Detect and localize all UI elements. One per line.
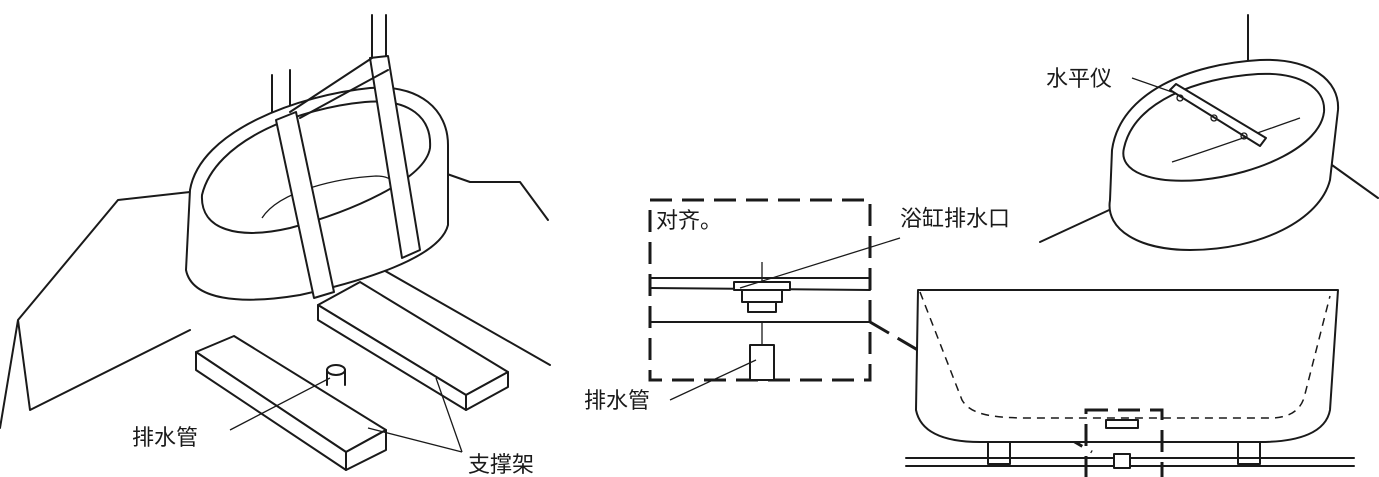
tub-top-rim bbox=[1122, 72, 1326, 182]
label-tub-drain-outlet: 浴缸排水口 bbox=[900, 207, 1010, 232]
tub-top-body bbox=[1108, 58, 1340, 251]
foot-left bbox=[987, 441, 1011, 465]
spirit-level bbox=[1169, 83, 1267, 147]
level-bubble-c bbox=[1240, 132, 1248, 140]
leader-support-b bbox=[367, 427, 463, 453]
label-align: 对齐。 bbox=[656, 209, 722, 234]
foot-right bbox=[1237, 441, 1261, 465]
lifting-scene bbox=[0, 14, 551, 471]
tub-top-inner bbox=[1171, 117, 1301, 163]
strap-left bbox=[275, 111, 335, 299]
alignment-detail bbox=[648, 198, 901, 401]
section-scene bbox=[905, 289, 1355, 477]
strap-right bbox=[369, 55, 421, 259]
drain-pipe-detail bbox=[749, 344, 775, 381]
level-scene bbox=[1039, 14, 1379, 251]
leader-drain-left bbox=[229, 377, 331, 431]
zoom-box bbox=[1084, 408, 1164, 477]
drain-pipe-stub bbox=[326, 364, 346, 376]
support-beam-back-end bbox=[465, 371, 509, 411]
tub-inner-profile bbox=[919, 291, 1331, 419]
section-drain-pipe bbox=[1113, 453, 1131, 469]
leader-level bbox=[1131, 77, 1173, 93]
label-drain-pipe-detail: 排水管 bbox=[584, 389, 650, 414]
level-bubble-b bbox=[1210, 114, 1218, 122]
strap-top bbox=[289, 57, 389, 119]
drain-flange bbox=[733, 281, 791, 291]
section-drain bbox=[1105, 419, 1139, 429]
floor-panel-left bbox=[0, 191, 191, 429]
label-support-frame: 支撑架 bbox=[468, 453, 534, 477]
floor-edge-right bbox=[379, 167, 551, 366]
label-drain-pipe-left: 排水管 bbox=[132, 426, 198, 451]
label-level: 水平仪 bbox=[1046, 67, 1112, 92]
drain-pipe-stub-body bbox=[326, 369, 346, 386]
leader-outlet bbox=[739, 237, 901, 289]
level-bubble-a bbox=[1176, 94, 1184, 102]
drain-thread bbox=[747, 301, 777, 313]
leader-drain-detail bbox=[669, 359, 757, 401]
drain-body bbox=[741, 289, 783, 303]
leader-support-a bbox=[435, 377, 463, 453]
support-beam-front-end bbox=[345, 429, 387, 471]
support-beam-front-top bbox=[195, 335, 387, 453]
